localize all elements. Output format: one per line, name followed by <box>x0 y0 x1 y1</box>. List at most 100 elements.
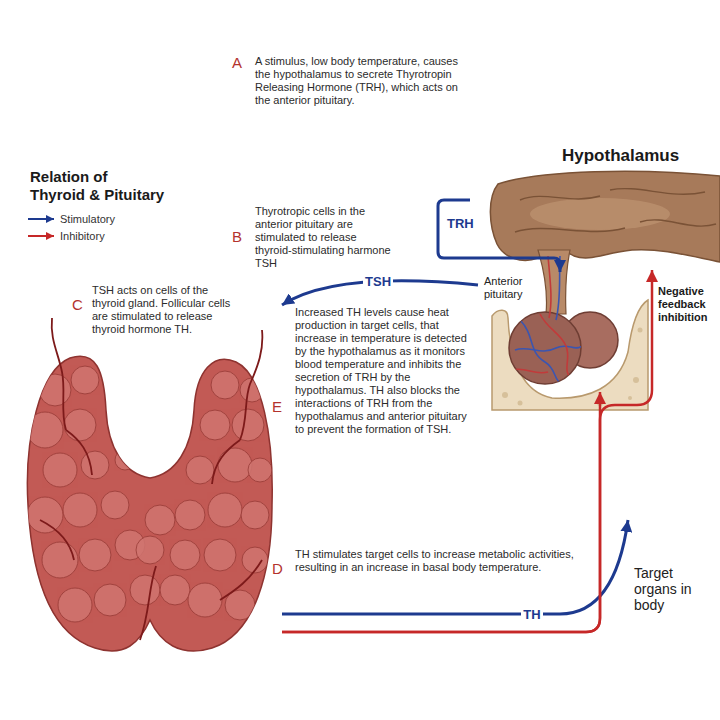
thyroid-lobule <box>175 500 205 530</box>
thyroid-lobule <box>130 575 160 605</box>
callout-text: Thyrotropic cells in the anterior pituit… <box>255 205 395 270</box>
thyroid-lobule <box>43 453 77 487</box>
callout-text-holder: Increased TH levels cause heat productio… <box>295 306 470 436</box>
thyroid-region: C TSH acts on cells of the thyroid gland.… <box>20 278 282 660</box>
callout-letter-holder: A <box>232 54 242 72</box>
pituitary-region: Anterior pituitary <box>478 272 628 392</box>
hypothalamus-region: Hypothalamus <box>470 140 716 270</box>
thyroid-lobule <box>188 583 222 617</box>
vein <box>520 320 566 386</box>
bone-pore <box>502 392 508 398</box>
callout-text: TH stimulates target cells to increase m… <box>295 548 575 574</box>
callout-letter-holder: B <box>232 228 242 246</box>
edge-label-holder: TSH <box>363 274 393 289</box>
organ-name: Target organs in body <box>634 565 710 613</box>
edge-label: Negative feedback inhibition <box>658 285 714 324</box>
pituitary-stalk <box>538 250 570 314</box>
thyroid-lobule <box>27 497 63 533</box>
legend-sample <box>28 235 54 237</box>
artery <box>548 256 551 318</box>
brain-fold <box>515 228 625 232</box>
thyroid-vessels <box>40 318 262 640</box>
callout-letter-holder: D <box>272 560 283 578</box>
callout-text-holder: A stimulus, low body temperature, causes… <box>255 55 470 107</box>
bone-pore <box>638 328 643 333</box>
bone-pore <box>633 377 639 383</box>
thyroid-lobule <box>42 542 78 578</box>
diagram-title: Relation of Thyroid & Pituitary <box>30 168 166 204</box>
brain-fold <box>520 196 600 200</box>
brain-fold <box>610 189 705 195</box>
thyroid-lobule <box>58 588 92 622</box>
blood-vessel <box>240 330 262 440</box>
thyroid-lobule <box>241 501 269 529</box>
artery <box>540 314 574 380</box>
diagram-title-holder: Relation of Thyroid & Pituitary <box>30 168 166 204</box>
legend-label-holder: Stimulatory <box>60 212 115 226</box>
thyroid-lobule <box>248 458 272 482</box>
thyroid-lobule <box>101 491 129 519</box>
organ-name: Anterior pituitary <box>484 275 546 301</box>
thyroid-lobule <box>204 539 236 571</box>
blood-vessel <box>140 566 156 640</box>
thyroid-lobule <box>64 409 96 441</box>
edge-label-holder: TRH <box>445 216 476 231</box>
bone-pore <box>628 396 632 400</box>
blood-vessel <box>40 520 74 560</box>
callout-text-holder: TH stimulates target cells to increase m… <box>295 548 575 574</box>
inhibitory-arrow <box>282 270 652 632</box>
brain-highlight <box>530 198 670 230</box>
thyroid-lobule <box>63 493 97 527</box>
blood-vessel <box>66 430 92 475</box>
callout-text: TSH acts on cells of the thyroid gland. … <box>92 284 244 336</box>
thyroid-lobule <box>200 410 230 440</box>
legend-label-holder: Inhibitory <box>60 229 105 243</box>
blood-vessel <box>220 560 262 600</box>
edge-label: TRH <box>445 216 476 231</box>
thyroid-lobule <box>218 448 252 482</box>
blood-vessel <box>212 440 240 484</box>
thyroid-lobule <box>145 505 175 535</box>
callout-text: A stimulus, low body temperature, causes… <box>255 55 470 107</box>
thyroid-lobule <box>136 536 164 564</box>
thyroid-lobule <box>94 584 126 616</box>
blood-vessel <box>52 318 66 430</box>
callout-text-holder: Thyrotropic cells in the anterior pituit… <box>255 205 395 270</box>
thyroid-lobule <box>115 450 135 470</box>
brain-base <box>490 171 720 262</box>
callout-text: Increased TH levels cause heat productio… <box>295 306 470 436</box>
stimulatory-arrow <box>438 200 560 272</box>
edge-label: TH <box>521 607 542 622</box>
sella-bone <box>492 300 648 410</box>
callout-letter: B <box>232 228 242 246</box>
edge-label-holder: TH <box>521 607 542 622</box>
thyroid-lobule <box>211 371 239 399</box>
organ-name: Hypothalamus <box>562 146 679 166</box>
legend-label: Inhibitory <box>60 229 105 243</box>
target-organs: Target organs in body <box>628 470 716 618</box>
thyroid-lobule <box>79 539 111 571</box>
bone-pore <box>518 401 523 406</box>
thyroid-lobule <box>39 374 71 406</box>
callout-letter-holder: E <box>272 398 282 416</box>
thyroid-lobule <box>160 575 190 605</box>
callout-letter: D <box>272 560 283 578</box>
legend-label: Stimulatory <box>60 212 115 226</box>
edge-label-holder: Negative feedback inhibition <box>658 285 714 324</box>
callout-letter: E <box>272 398 282 416</box>
stimulatory-arrow <box>282 520 628 614</box>
thyroid-lobule <box>81 451 109 479</box>
thyroid-lobule <box>208 493 242 527</box>
legend-sample <box>28 218 54 220</box>
brain-fold <box>640 220 716 226</box>
edge-label: TSH <box>363 274 393 289</box>
anterior-pituitary <box>509 312 581 384</box>
callout-letter: C <box>72 296 86 314</box>
portal-vessels <box>512 314 582 386</box>
brain-folds <box>515 189 716 232</box>
thyroid-lobule <box>186 456 214 484</box>
thyroid-lobule <box>170 540 200 570</box>
thyroid-lobule <box>232 409 264 441</box>
thyroid-lobule <box>27 412 63 448</box>
